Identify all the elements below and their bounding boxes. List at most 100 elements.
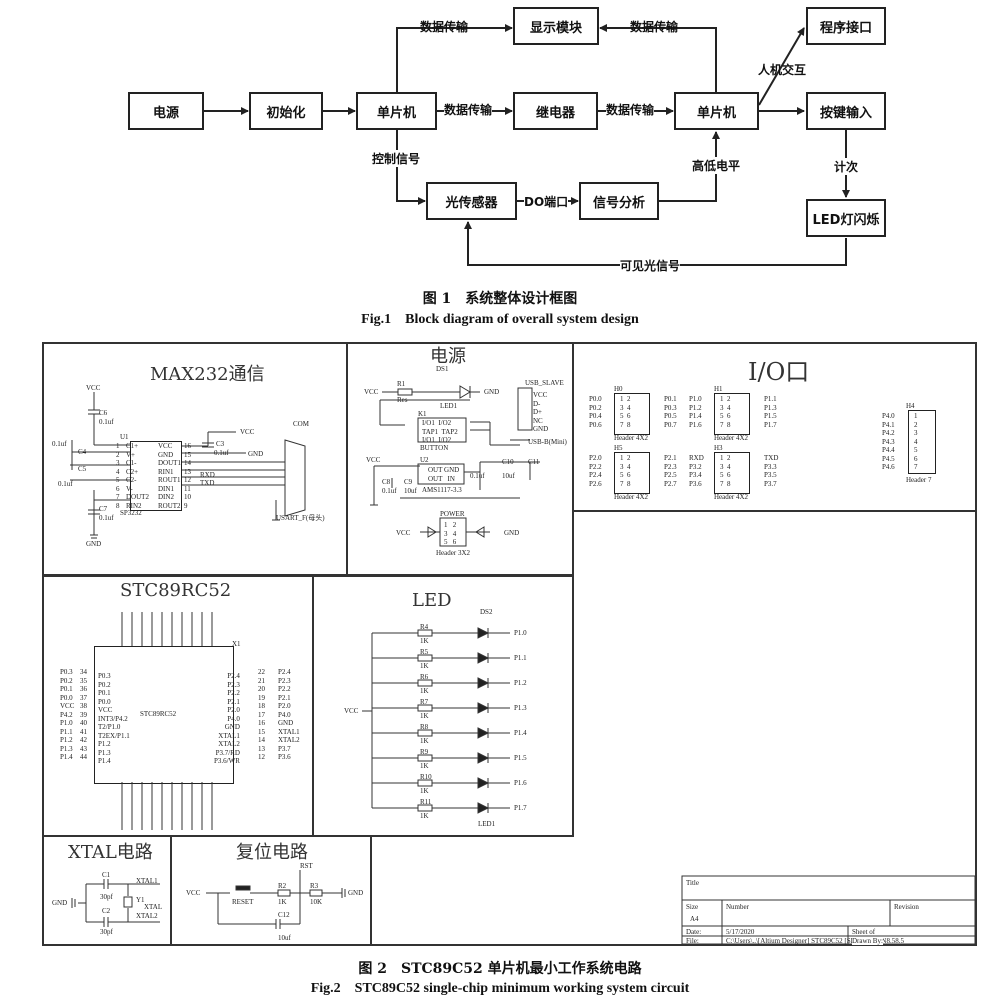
panel-title-reset: 复位电路 [236, 842, 308, 863]
io-h3-name: Header 4X2 [714, 493, 749, 501]
label-level: 高低电平 [692, 157, 741, 174]
max232-chip-name: SP3232 [120, 509, 142, 517]
led-res-4: R8 [420, 723, 429, 731]
led-res-value-6: 1K [420, 787, 429, 795]
stc-chip [94, 646, 234, 784]
led-net-0: P1.0 [514, 629, 527, 637]
block-key-input: 按键输入 [806, 92, 886, 130]
power-usb-name: USB-B(Mini) [528, 438, 567, 446]
io-h1-left: P1.0 P1.2 P1.4 P1.6 [689, 395, 702, 429]
max232-c6: C6 [99, 409, 108, 417]
io-h1-box [714, 393, 750, 435]
xtal-y1: Y1 [136, 896, 145, 904]
xtal-name: XTAL [144, 903, 163, 911]
reset-vcc: VCC [186, 889, 201, 897]
max232-txd: TXD [200, 479, 215, 487]
max232-c3: C3 [216, 440, 225, 448]
io-h3: H3 [714, 444, 723, 452]
power-r1-value: Res [397, 396, 408, 404]
max232-chip [130, 441, 182, 511]
tb-size: Size [686, 903, 699, 911]
power-c10: C10 [502, 458, 514, 466]
block-mcu-right: 单片机 [674, 92, 759, 130]
power-header-gnd: GND [504, 529, 520, 537]
led-net-1: P1.1 [514, 654, 527, 662]
max232-com: COM [293, 420, 309, 428]
io-h3-box [714, 452, 750, 494]
xtal-c1-value: 30pf [100, 893, 113, 901]
xtal-xtal1: XTAL1 [136, 877, 158, 885]
max232-c6-value: 0.1uf [99, 418, 114, 426]
block-mcu-left: 单片机 [356, 92, 437, 130]
led-res-2: R6 [420, 673, 429, 681]
led-res-5: R9 [420, 748, 429, 756]
max232-pins-right: VCC GND DOUT1 RIN1 ROUT1 DIN1 DIN2 ROUT2 [158, 442, 181, 510]
power-header-title: POWER [440, 510, 465, 518]
stc-left-nums: 34 35 36 37 38 39 40 41 42 43 44 [80, 668, 87, 761]
label-do-port: DO端口 [524, 193, 569, 210]
led-res-value-2: 1K [420, 687, 429, 695]
power-vcc: VCC [364, 388, 379, 396]
io-h5-name: Header 4X2 [614, 493, 649, 501]
panel-xtal [42, 835, 172, 946]
tb-file-value: C:\Users\..\[Altium Designer] STC89C52 [… [726, 937, 904, 945]
power-usb-pins: VCC D- D+ NC GND [533, 391, 549, 433]
io-h0-left: P0.0 P0.2 P0.4 P0.6 [589, 395, 602, 429]
max232-gnd: GND [86, 540, 102, 548]
panel-reset [170, 835, 372, 946]
stc-left-pins: P0.3 P0.2 P0.1 P0.0 VCC INT3/P4.2 T2/P1.… [98, 672, 130, 765]
power-k1: K1 [418, 410, 427, 418]
io-h1-grid: 1 2 3 4 5 6 7 8 [720, 395, 731, 429]
xtal-gnd: GND [52, 899, 68, 907]
io-h4-left: P4.0 P4.1 P4.2 P4.3 P4.4 P4.5 P4.6 [882, 412, 895, 471]
led-res-value-4: 1K [420, 737, 429, 745]
led-row-2-shape [477, 677, 490, 689]
power-u2: U2 [420, 456, 429, 464]
max232-c5-value: 0.1uf [58, 480, 73, 488]
io-h0: H0 [614, 385, 623, 393]
label-data-top-right: 数据传输 [630, 20, 679, 34]
led-net-2: P1.2 [514, 679, 527, 687]
power-c10-value: 0.1uf [470, 472, 485, 480]
label-data-mid-right: 数据传输 [606, 101, 655, 118]
led-res-value-7: 1K [420, 812, 429, 820]
panel-max232 [42, 342, 348, 576]
reset-r2-value: 1K [278, 898, 287, 906]
led-led1: LED1 [478, 820, 496, 828]
io-h3-right: TXD P3.3 P3.5 P3.7 [764, 454, 779, 488]
label-data-mid-left: 数据传输 [444, 101, 493, 118]
xtal-c2-value: 30pf [100, 928, 113, 936]
io-h5-box [614, 452, 650, 494]
block-program-port: 程序接口 [806, 7, 886, 45]
power-r1: R1 [397, 380, 406, 388]
reset-label: RESET [232, 898, 254, 906]
led-res-0: R4 [420, 623, 429, 631]
led-net-6: P1.6 [514, 779, 527, 787]
io-h0-name: Header 4X2 [614, 434, 649, 442]
reset-c12: C12 [278, 911, 290, 919]
io-h1-right: P1.1 P1.3 P1.5 P1.7 [764, 395, 777, 429]
fig2-caption-cn: 图 2 STC89C52 单片机最小工作系统电路 [358, 961, 642, 977]
max232-vcc: VCC [86, 384, 101, 392]
io-h3-left: RXD P3.2 P3.4 P3.6 [689, 454, 704, 488]
xtal-xtal2: XTAL2 [136, 912, 158, 920]
io-h4: H4 [906, 402, 915, 410]
led-ds2: DS2 [480, 608, 493, 616]
power-led1: LED1 [440, 402, 458, 410]
max232-nums-right: 16 15 14 13 12 11 10 9 [184, 442, 191, 510]
io-h1: H1 [714, 385, 723, 393]
max232-c7: C7 [99, 505, 108, 513]
panel-led [312, 575, 574, 837]
io-h0-right: P0.1 P0.3 P0.5 P0.7 [664, 395, 677, 429]
max232-c4: C4 [78, 448, 87, 456]
stc-right-nums: 22 21 20 19 18 17 16 15 14 13 12 [258, 668, 265, 761]
stc-right-pins: P2.4 P2.3 P2.2 P2.1 P2.0 P4.0 GND XTAL1 … [214, 672, 240, 765]
stc-x1: X1 [232, 640, 241, 648]
led-row-3-shape [477, 702, 490, 714]
reset-gnd: GND [348, 889, 364, 897]
led-res-value-5: 1K [420, 762, 429, 770]
